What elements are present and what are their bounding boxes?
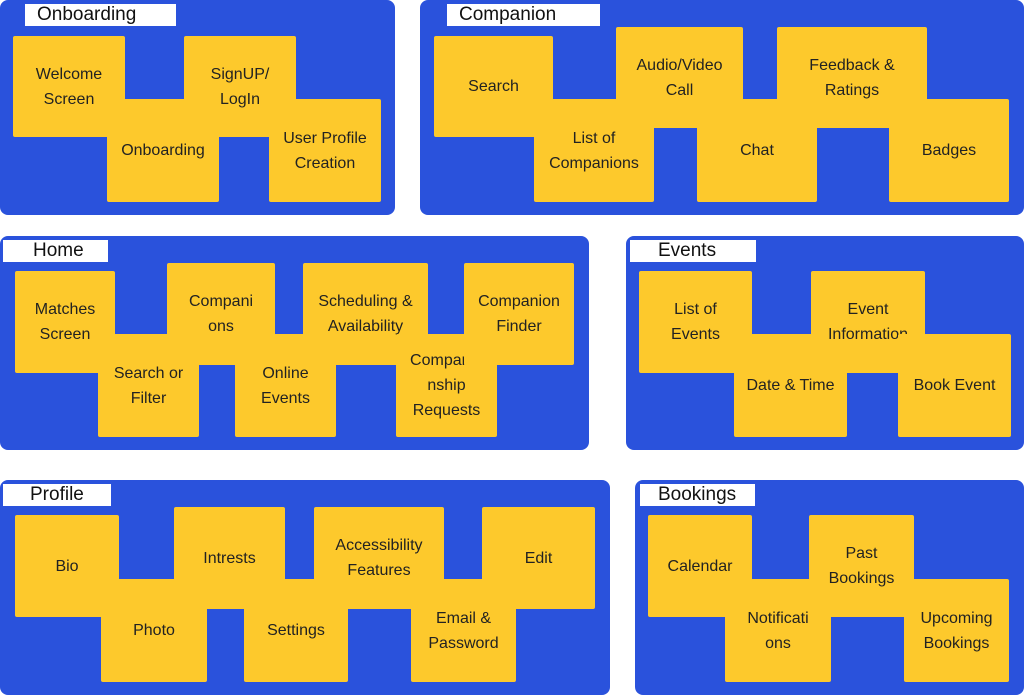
sticky-note[interactable]: List of Events bbox=[639, 271, 752, 373]
events-section: Events List of Events Date & Time Event … bbox=[626, 236, 1024, 450]
profile-title: Profile bbox=[3, 484, 111, 506]
sticky-note[interactable]: Badges bbox=[889, 99, 1009, 202]
sticky-note[interactable]: Upcoming Bookings bbox=[904, 579, 1009, 682]
sticky-note[interactable]: Chat bbox=[697, 99, 817, 202]
onboarding-section: Onboarding Welcome Screen Onboarding Sig… bbox=[0, 0, 395, 215]
companion-title: Companion bbox=[447, 4, 600, 26]
sticky-note[interactable]: Search bbox=[434, 36, 553, 137]
events-title: Events bbox=[630, 240, 756, 262]
onboarding-title: Onboarding bbox=[25, 4, 176, 26]
home-title: Home bbox=[3, 240, 108, 262]
sticky-note[interactable]: Date & Time bbox=[734, 334, 847, 437]
bookings-section: Bookings Calendar Notificati ons Past Bo… bbox=[635, 480, 1024, 695]
sticky-note[interactable]: Scheduling & Availability bbox=[303, 263, 428, 365]
sticky-note[interactable]: Online Events bbox=[235, 334, 336, 437]
sticky-note[interactable]: Book Event bbox=[898, 334, 1011, 437]
home-section: Home Matches Screen Search or Filter Com… bbox=[0, 236, 589, 450]
sticky-note[interactable]: Edit bbox=[482, 507, 595, 609]
companion-section: Companion Search List of Companions Audi… bbox=[420, 0, 1024, 215]
sticky-note[interactable]: Welcome Screen bbox=[13, 36, 125, 137]
bookings-title: Bookings bbox=[640, 484, 755, 506]
profile-section: Profile Bio Photo Intrests Settings Acce… bbox=[0, 480, 610, 695]
sticky-note[interactable]: Past Bookings bbox=[809, 515, 914, 617]
sticky-note[interactable]: User Profile Creation bbox=[269, 99, 381, 202]
sticky-note[interactable]: Companion Finder bbox=[464, 263, 574, 365]
